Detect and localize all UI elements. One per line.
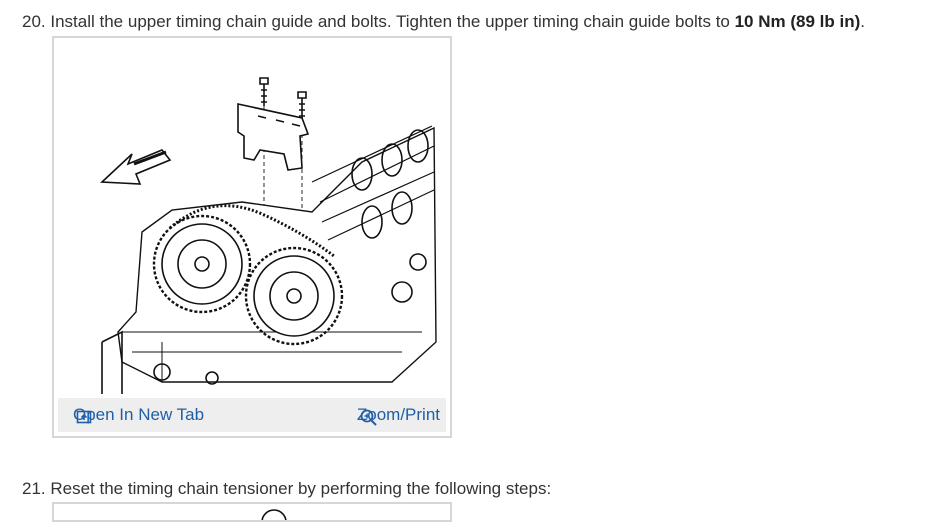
step-text: Install the upper timing chain guide and… <box>50 12 735 31</box>
timing-chain-illustration[interactable] <box>62 42 442 394</box>
zoom-print-label: Zoom/Print <box>356 405 440 424</box>
next-figure-container <box>52 502 452 522</box>
step-number: 21. <box>22 479 46 498</box>
figure-footer: Open In New Tab Zoom/Print <box>58 398 446 432</box>
step-number: 20. <box>22 12 46 31</box>
step-20: 20. Install the upper timing chain guide… <box>22 11 865 33</box>
open-in-new-tab-link[interactable]: Open In New Tab <box>68 405 204 425</box>
open-in-new-tab-label: Open In New Tab <box>73 405 205 424</box>
next-illustration <box>261 509 287 520</box>
torque-spec: 10 Nm (89 lb in) <box>734 12 861 31</box>
step-end: . <box>860 12 865 31</box>
step-text: Reset the timing chain tensioner by perf… <box>50 479 552 498</box>
figure-container: Open In New Tab Zoom/Print <box>52 36 452 438</box>
step-21: 21. Reset the timing chain tensioner by … <box>22 478 551 500</box>
zoom-print-link[interactable]: Zoom/Print <box>352 405 440 426</box>
